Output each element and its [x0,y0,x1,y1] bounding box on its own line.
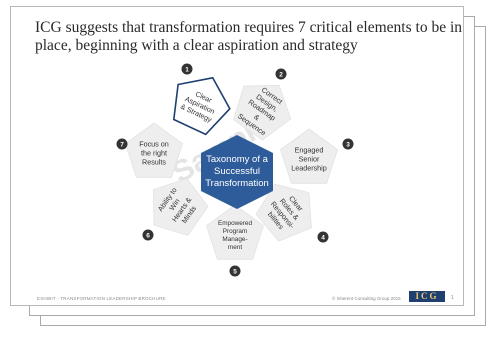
element-shape-4 [255,183,312,242]
element-7-label-line-3: Results [142,157,166,166]
element-5-label-line-2: Program [223,228,248,235]
number-badge-4 [317,231,329,243]
element-5-label-line-4: ment [228,244,242,251]
number-badge-label-4: 4 [321,234,325,241]
center-label-line-3: Transformation [205,178,269,189]
number-badge-label-3: 3 [346,141,350,148]
element-3-label-line-3: Leadership [291,163,327,172]
number-badge-6 [142,229,154,241]
element-7-label-line-1: Focus on [139,140,169,149]
number-badge-label-6: 6 [146,232,150,239]
element-shape-6 [152,177,209,236]
number-badge-3 [342,138,354,150]
footer-copyright: © Inherent Consulting Group 2015 [332,296,401,301]
number-badge-2 [275,68,287,80]
center-hexagon [201,135,273,209]
number-badge-label-7: 7 [120,141,124,148]
element-5-label-line-3: Manage- [222,236,247,243]
element-shape-1 [172,76,231,136]
number-badge-label-2: 2 [279,71,283,78]
element-3-label-line-2: Senior [299,155,320,164]
element-shape-7 [125,122,183,178]
number-badge-7 [116,138,128,150]
element-5-label-line-1: Empowered [218,220,253,227]
center-label-line-1: Taxonomy of a [206,154,268,165]
element-shape-3 [280,128,338,184]
footer-left-text: EXHIBIT - TRANSFORMATION LEADERSHIP BROC… [37,296,166,301]
number-badge-5 [229,265,241,277]
element-shape-2 [233,84,292,141]
element-shape-5 [206,204,264,260]
title-line-1: ICG suggests that transformation require… [35,19,462,36]
number-badge-label-1: 1 [185,66,189,73]
number-badge-1 [181,63,193,75]
element-7-label-line-2: the right [141,149,167,158]
icg-logo: ICG [409,291,445,302]
slide-page: ICG suggests that transformation require… [10,6,464,306]
slide-title: ICG suggests that transformation require… [35,19,462,55]
element-2-label-line-4: & [252,112,261,122]
element-3-label-line-1: Engaged [295,146,324,155]
center-label-line-2: Successful [214,166,260,177]
title-line-2: place, beginning with a clear aspiration… [35,37,358,54]
number-badge-label-5: 5 [233,268,237,275]
page-number: 1 [451,295,454,301]
